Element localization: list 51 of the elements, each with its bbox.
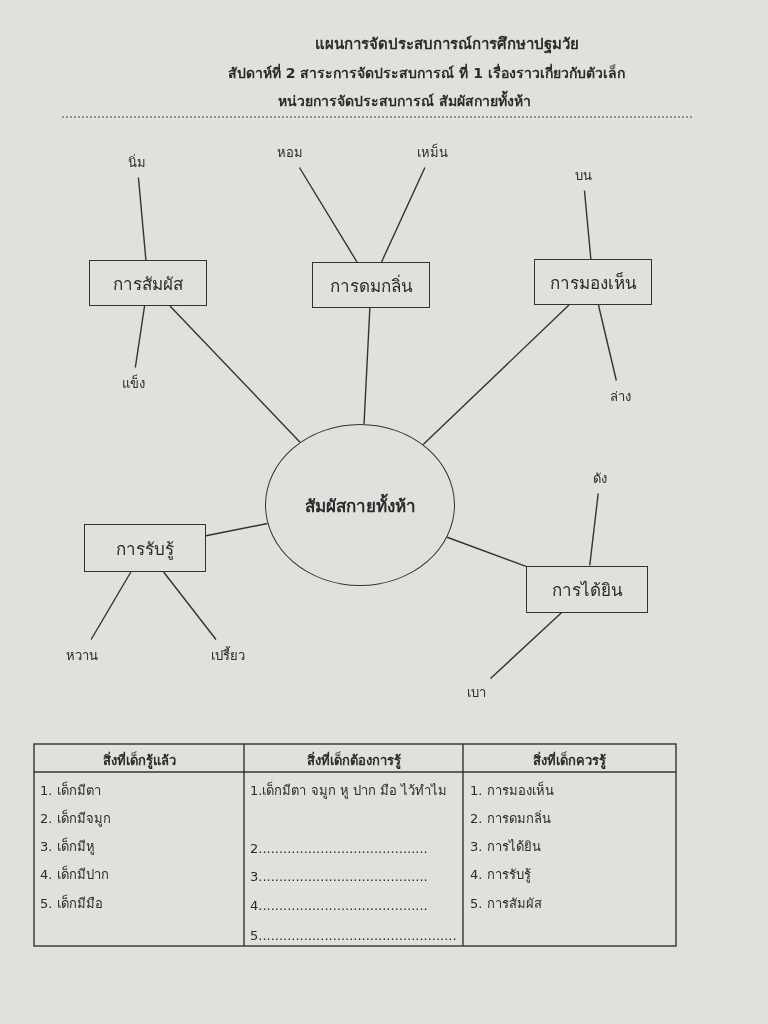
connector-line	[162, 571, 217, 641]
connector-line	[298, 166, 358, 263]
concept-box: การสัมผัส	[89, 260, 207, 306]
leaf-word: เปรี้ยว	[211, 644, 245, 666]
connector-line	[169, 305, 301, 443]
connector-line	[380, 166, 426, 263]
connector-line	[446, 536, 527, 568]
list-item: 5. การสัมผัส	[470, 895, 543, 913]
concept-box: การดมกลิ่น	[312, 262, 430, 308]
page-title: แผนการจัดประสบการณ์การศึกษาปฐมวัย	[315, 34, 579, 56]
fill-in-line: 4.........................................	[250, 897, 429, 915]
connector-line	[363, 307, 371, 425]
column-header: สิ่งที่เด็กต้องการรู้	[305, 750, 402, 771]
connector-line	[583, 189, 592, 260]
connector-line	[489, 611, 563, 680]
leaf-word: แข็ง	[121, 372, 145, 394]
concept-box: การรับรู้	[84, 524, 206, 572]
concept-box: การมองเห็น	[534, 259, 652, 305]
list-item: 4. เด็กมีปาก	[40, 864, 110, 884]
subtitle-text: สัปดาห์ที่ 2 สาระการจัดประสบการณ์ ที่ 1 เรื่องราวเกี่ยวกับตัวเล็ก	[228, 62, 626, 83]
list-item: 1. เด็กมีตา	[40, 780, 102, 800]
fill-in-line: 3.........................................	[250, 868, 429, 886]
list-item: 2. การดมกลิ่น	[470, 809, 552, 828]
leaf-word: หอม	[277, 141, 303, 163]
fill-in-line: 5................................................	[250, 927, 456, 945]
list-item: 2. เด็กมีจมูก	[40, 808, 112, 829]
list-item: 3. เด็กมีหู	[40, 836, 96, 857]
leaf-word: บน	[574, 164, 592, 186]
leaf-word: เบา	[466, 681, 486, 703]
connector-line	[205, 522, 269, 537]
leaf-word: นิ่ม	[128, 151, 146, 173]
list-item: 4. การรับรู้	[470, 866, 532, 885]
connector-line	[90, 571, 132, 641]
leaf-word: เหม็น	[416, 141, 448, 163]
list-item: 1.เด็กมีตา จมูก หู ปาก มือ ไว้ทำไม	[250, 780, 449, 801]
column-header: สิ่งที่เด็กควรรู้	[532, 750, 607, 771]
fill-in-line: 2.........................................	[250, 840, 429, 858]
leaf-word: หวาน	[66, 644, 98, 666]
connector-line	[589, 492, 599, 567]
leaf-word: ดัง	[593, 467, 607, 489]
connector-line	[134, 305, 146, 369]
leaf-word: ล่าง	[609, 385, 631, 407]
connector-line	[137, 176, 147, 261]
list-item: 5. เด็กมีมือ	[40, 893, 104, 913]
connector-line	[597, 304, 618, 382]
column-header: สิ่งที่เด็กรู้แล้ว	[101, 750, 177, 771]
subtitle-text: หน่วยการจัดประสบการณ์ สัมผัสกายทั้งห้า	[278, 88, 638, 115]
list-item: 3. การได้ยิน	[470, 838, 542, 856]
connector-line	[422, 304, 570, 446]
concept-box: การได้ยิน	[526, 565, 648, 613]
list-item: 1. การมองเห็น	[470, 780, 555, 800]
